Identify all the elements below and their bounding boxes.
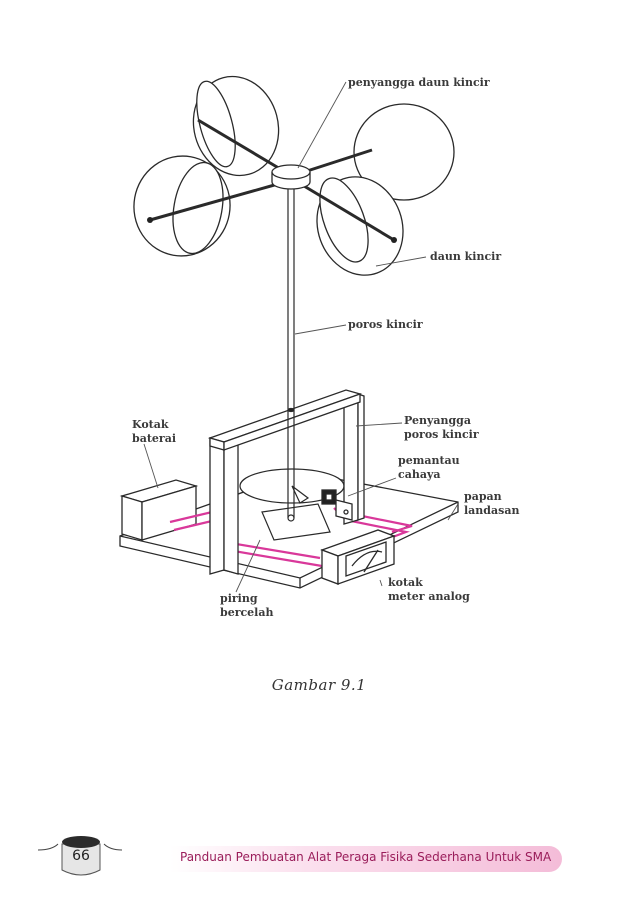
rotor-hub [271,164,311,190]
slotted-disk [239,468,345,541]
label-light-sensor-1: pemantau [398,454,460,467]
page-number-cup-icon [37,836,123,876]
light-sensor [321,489,353,521]
shaft-support-frame [207,389,365,575]
label-shaft-support-2: poros kincir [404,428,479,441]
page-footer: 66 Panduan Pembuatan Alat Peraga Fisika … [0,820,638,890]
label-battery-box-2: baterai [132,432,176,445]
label-cup-support: penyangga daun kincir [348,76,490,89]
figure-caption: Gambar 9.1 [271,676,367,694]
label-shaft-support-1: Penyangga [404,414,471,427]
cup-arms [149,118,395,242]
battery-box [119,479,199,541]
label-slotted-disk-2: bercelah [220,606,274,619]
book-title: Panduan Pembuatan Alat Peraga Fisika Sed… [180,850,552,864]
label-light-sensor-2: cahaya [398,468,440,481]
label-base-board-1: papan [464,490,502,503]
label-slotted-disk-1: piring [220,592,258,605]
label-base-board-2: landasan [464,504,519,517]
page-number: 66 [72,848,90,864]
label-meter-box-2: meter analog [388,590,470,603]
rotor-cups [133,75,455,276]
footer-band [170,846,562,872]
rotor-shaft [287,188,295,518]
label-battery-box-1: Kotak [132,418,169,431]
leader-lines [143,81,459,593]
label-shaft: poros kincir [348,318,423,331]
anemometer-diagram: penyangga daun kincir daun kincir poros … [119,75,519,619]
analog-meter-box [320,529,396,585]
label-cup: daun kincir [430,250,501,263]
label-meter-box-1: kotak [388,576,423,589]
